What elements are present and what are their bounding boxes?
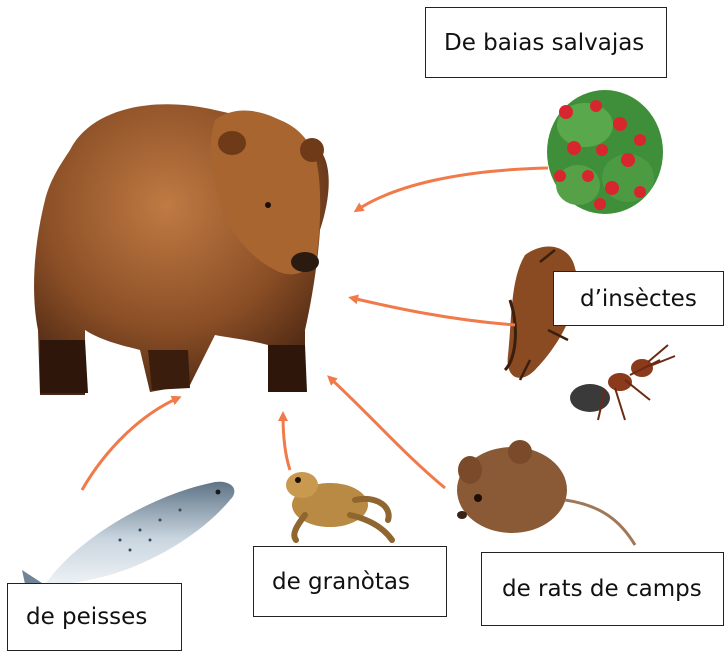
arrow-fish-to-bear: [82, 398, 178, 490]
insects-label: d’insèctes: [553, 271, 724, 326]
berries-illustration: [547, 90, 663, 214]
berries-label: De baias salvajas: [425, 7, 667, 78]
fish-label: de peisses: [7, 583, 182, 651]
fish-illustration: [22, 482, 234, 598]
bear-illustration: [34, 104, 329, 395]
frogs-label: de granòtas: [253, 546, 447, 617]
arrow-mice-to-bear: [330, 378, 445, 488]
mouse-illustration: [457, 440, 635, 545]
mice-label: de rats de camps: [481, 552, 724, 626]
arrow-berries-to-bear: [357, 168, 548, 210]
frog-illustration: [286, 472, 392, 540]
arrow-insects-to-bear: [352, 298, 515, 325]
arrow-frogs-to-bear: [283, 415, 290, 470]
